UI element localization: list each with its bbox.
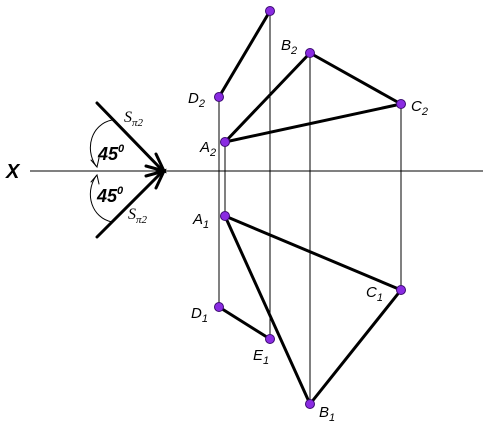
segment-a2-b2	[223, 51, 312, 144]
point-b2	[305, 48, 315, 58]
angle-arc-top	[89, 119, 113, 167]
segment-a1-c1	[223, 214, 403, 292]
segment-b1-c1	[308, 288, 403, 406]
arrow-top-shaft	[95, 101, 164, 172]
arrow-bottom-shaft	[95, 170, 164, 239]
angle-label-top: 450	[97, 143, 125, 164]
direction-label-top: Sπ2	[124, 109, 144, 129]
segment-a2-c2	[223, 102, 403, 144]
horizontal-projection	[217, 214, 403, 406]
segment-d1-e1	[217, 305, 272, 341]
point-d2	[214, 92, 224, 102]
direction-label-bottom: Sπ2	[128, 206, 148, 226]
angle-arc-bottom	[89, 175, 113, 223]
angle-arc-top-tick	[90, 157, 100, 169]
arrow-bottom-head	[144, 168, 167, 190]
point-a2	[220, 137, 230, 147]
point-e1	[265, 334, 275, 344]
point-e2	[265, 6, 275, 16]
point-b1	[305, 399, 315, 409]
projection-direction-arrows	[89, 101, 167, 239]
angle-arc-bottom-tick	[90, 173, 100, 185]
point-d1	[214, 302, 224, 312]
label-b1: B1	[319, 404, 335, 424]
point-a1	[220, 211, 230, 221]
label-b2: B2	[281, 37, 297, 57]
label-c1: C1	[366, 284, 383, 304]
label-d2: D2	[188, 90, 205, 110]
label-a2: A2	[199, 139, 216, 159]
point-c2	[396, 99, 406, 109]
label-d1: D1	[191, 305, 208, 325]
label-a1: A1	[192, 211, 209, 231]
segment-d2-e2	[217, 9, 272, 99]
label-c2: C2	[411, 98, 428, 118]
points	[214, 6, 406, 409]
x-axis-label: X	[5, 161, 21, 183]
label-e1: E1	[253, 347, 269, 367]
segment-b2-c2	[308, 51, 403, 106]
angle-label-bottom: 450	[96, 185, 124, 206]
point-c1	[396, 285, 406, 295]
segment-a1-b1	[223, 214, 312, 406]
frontal-projection	[217, 9, 403, 144]
